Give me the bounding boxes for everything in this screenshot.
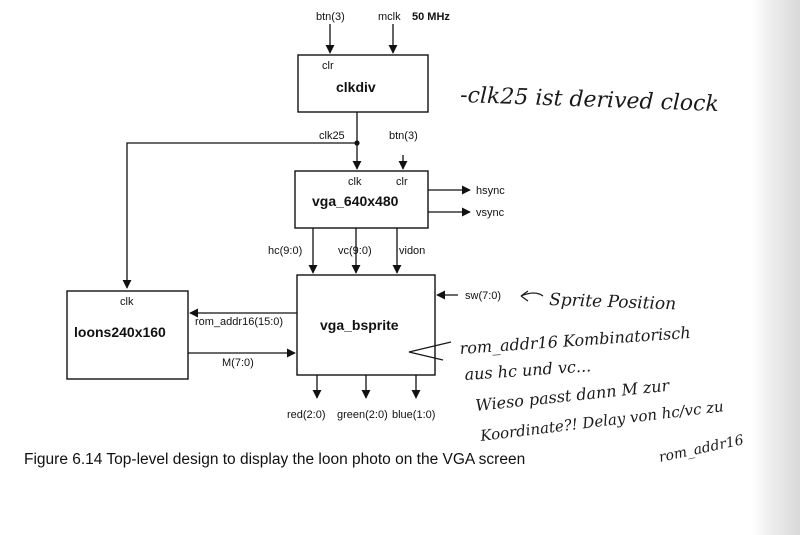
btn3-top-label: btn(3) [316,11,345,23]
m-label: M(7:0) [222,357,254,369]
vga-640x480-block [294,170,429,229]
handwritten-note-line1: rom_addr16 Kombinatorisch [459,323,691,358]
vga-name: vga_640x480 [312,193,399,209]
clkdiv-name: clkdiv [336,79,376,95]
hsync-label: hsync [476,185,505,197]
handwritten-clk25-note: -clk25 ist derived clock [460,83,719,117]
rom-addr-label: rom_addr16(15:0) [195,316,283,328]
loons240x160-block [66,290,189,380]
handwritten-sprite-note: Sprite Position [549,290,677,314]
mclk-label: mclk [378,11,401,23]
vc-label: vc(9:0) [338,245,372,257]
btn3-mid-label: btn(3) [389,130,418,142]
handwritten-sprite-arrowhead [520,290,529,302]
clk25-to-loons-wire [122,142,357,289]
handwritten-sprite-arrow [520,292,544,297]
loons-name: loons240x160 [74,324,166,340]
handwritten-note-line5: rom_addr16 [658,432,746,466]
vsync-label: vsync [476,207,505,219]
clk25-label: clk25 [319,130,345,142]
vga-clr-pin: clr [396,176,408,188]
page-edge-shadow [752,0,800,535]
red-label: red(2:0) [287,409,326,421]
hc-label: hc(9:0) [268,245,302,257]
blue-label: blue(1:0) [392,409,435,421]
bsprite-name: vga_bsprite [320,317,399,333]
loons-clk-pin: clk [120,296,134,308]
vga-clk-pin: clk [348,176,362,188]
vga-bsprite-block [296,274,436,376]
clkdiv-block [297,54,429,113]
mclk-freq-label: 50 MHz [412,11,450,23]
green-label: green(2:0) [337,409,388,421]
handwritten-note-arrow [408,341,452,361]
figure-caption: Figure 6.14 Top-level design to display … [24,451,525,468]
clk25-junction [354,140,360,146]
handwritten-note-line2: aus hc und vc... [464,356,592,384]
vidon-label: vidon [399,245,425,257]
sw-label: sw(7:0) [465,290,501,302]
clkdiv-clr-pin: clr [322,60,334,72]
